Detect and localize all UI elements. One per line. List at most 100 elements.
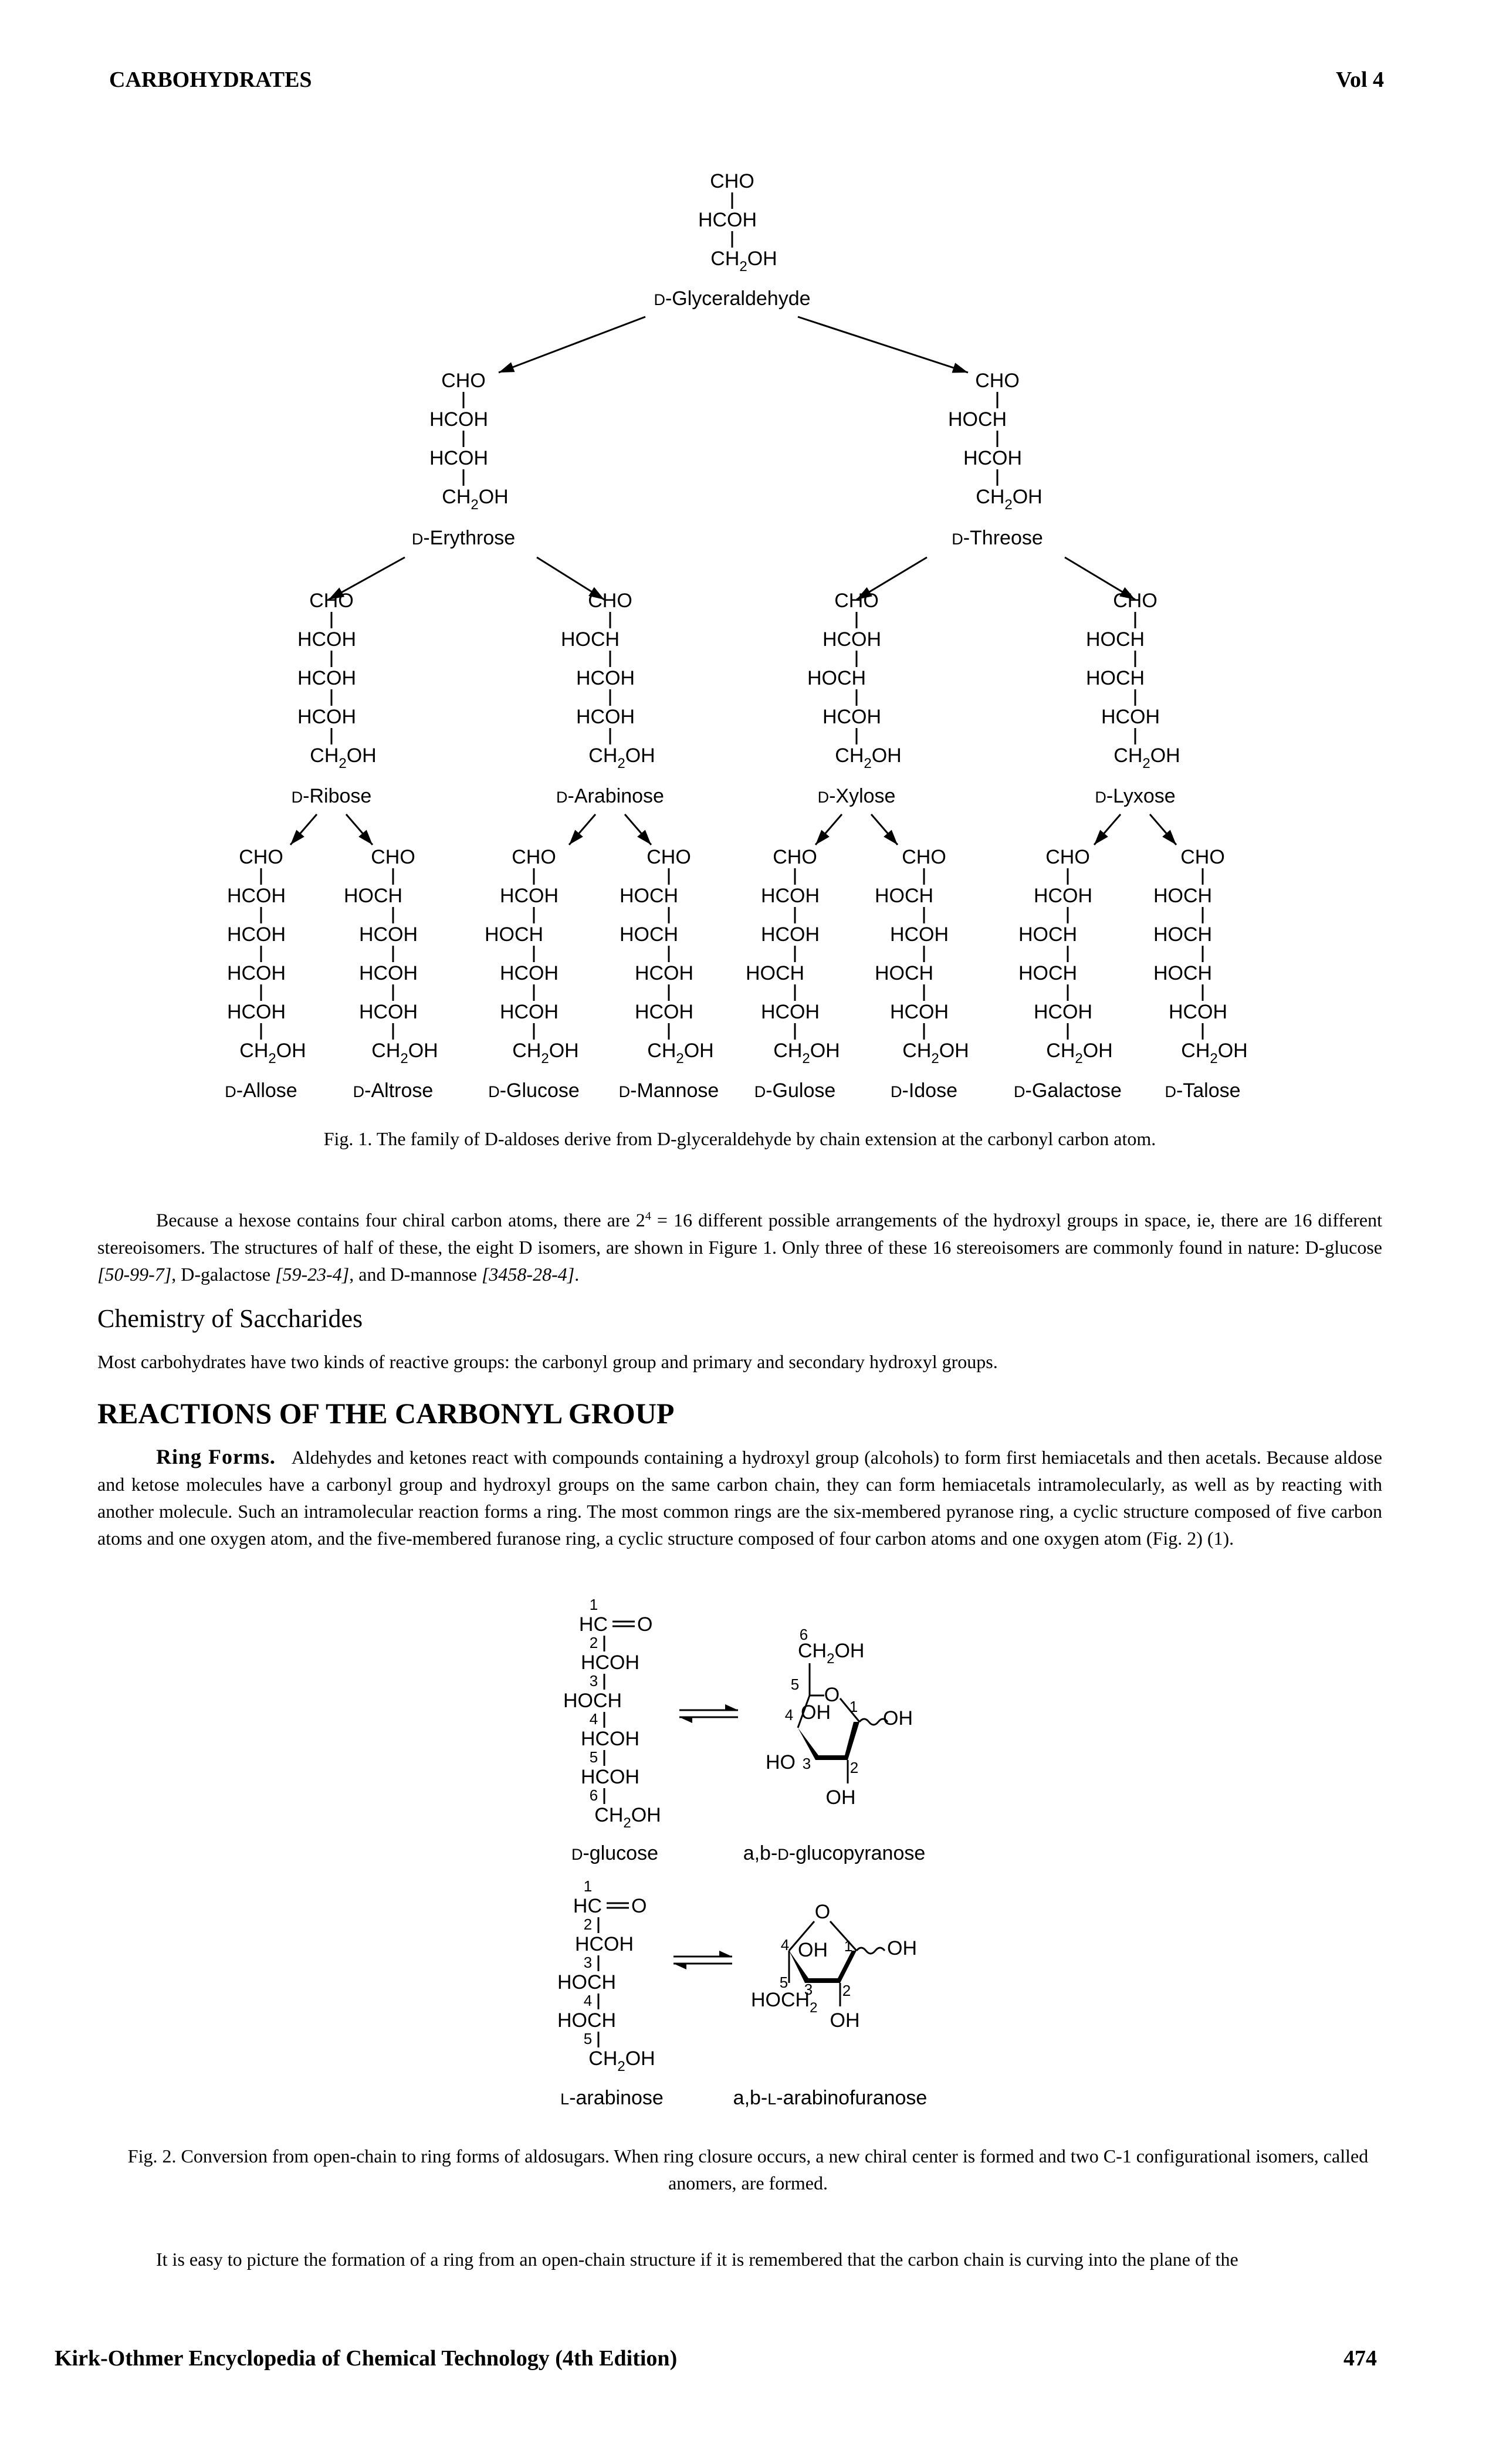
pentose-1-line-2: HCOH bbox=[576, 667, 635, 689]
hexose-1-line-5: CH2OH bbox=[371, 1040, 438, 1067]
hexose-5-line-3: HOCH bbox=[875, 962, 933, 984]
tetrose-0-line-3: CH2OH bbox=[442, 486, 508, 513]
glucose-line-0: HC bbox=[579, 1613, 608, 1636]
arrow-to-xylose-head bbox=[857, 587, 872, 600]
pyranose-oh-1: OH bbox=[883, 1707, 913, 1729]
figure-1-caption: Fig. 1. The family of D-aldoses derive f… bbox=[323, 1128, 1156, 1149]
hexose-7-line-4: HCOH bbox=[1169, 1001, 1227, 1023]
tetrose-0-line-2: HCOH bbox=[429, 447, 488, 469]
hexose-7-line-1: HOCH bbox=[1153, 885, 1212, 907]
glyceraldehyde-line-1: HCOH bbox=[698, 209, 757, 231]
tetrose-1-line-1: HOCH bbox=[948, 408, 1007, 431]
hexose-0-line-4: HCOH bbox=[227, 1001, 286, 1023]
arabinose-name: L-arabinose bbox=[560, 2087, 664, 2109]
arrow-to-hexose-5-head bbox=[884, 830, 898, 845]
glucose-carbon-number-3: 4 bbox=[590, 1710, 598, 1728]
pentose-1-line-4: CH2OH bbox=[588, 744, 655, 771]
pyranose-number-5: 5 bbox=[791, 1676, 799, 1693]
section-heading: Chemistry of Saccharides bbox=[97, 1304, 363, 1333]
glucose-carbon-number-0: 1 bbox=[590, 1596, 598, 1613]
pentose-2-line-1: HCOH bbox=[823, 628, 881, 651]
pyranose-number-6: 6 bbox=[800, 1626, 808, 1643]
hexose-name-6: D-Galactose bbox=[1014, 1079, 1122, 1102]
hexose-name-0: D-Allose bbox=[225, 1079, 297, 1102]
arrow-to-hexose-2-head bbox=[569, 830, 583, 845]
pentose-3-line-1: HOCH bbox=[1086, 628, 1145, 651]
glucose-carbon-number-2: 3 bbox=[590, 1672, 598, 1690]
hexose-6-line-2: HOCH bbox=[1018, 923, 1077, 946]
main-heading: REACTIONS OF THE CARBONYL GROUP bbox=[97, 1397, 675, 1430]
pyranose-ring-bond-b bbox=[839, 1698, 861, 1722]
pentose-3-line-4: CH2OH bbox=[1113, 744, 1180, 771]
hexose-1-line-1: HOCH bbox=[344, 885, 402, 907]
arabinofuranose-name: a,b-L-arabinofuranose bbox=[733, 2087, 928, 2109]
pyranose-oh-2: OH bbox=[826, 1786, 856, 1809]
furanose-ring-bond-b bbox=[829, 1920, 858, 1952]
pentose-3-line-0: CHO bbox=[1113, 590, 1157, 612]
hexose-6-line-3: HOCH bbox=[1018, 962, 1077, 984]
furanose-wavy-bond bbox=[855, 1947, 886, 1955]
arabinose-carbon-number-1: 2 bbox=[584, 1915, 592, 1933]
hexose-5-line-0: CHO bbox=[902, 846, 946, 868]
hexose-3-line-1: HOCH bbox=[620, 885, 678, 907]
furanose-ring-o: O bbox=[815, 1901, 830, 1923]
tetrose-1-line-0: CHO bbox=[975, 370, 1020, 392]
pyranose-oh-4: OH bbox=[801, 1701, 831, 1724]
hexose-7-line-2: HOCH bbox=[1153, 923, 1212, 946]
running-header-volume: Vol 4 bbox=[1336, 67, 1385, 92]
tetrose-1-line-3: CH2OH bbox=[976, 486, 1042, 513]
hexose-4-line-5: CH2OH bbox=[773, 1040, 840, 1067]
hexose-7-line-0: CHO bbox=[1180, 846, 1225, 868]
glucopyranose-name: a,b-D-glucopyranose bbox=[743, 1842, 926, 1864]
hexose-name-7: D-Talose bbox=[1165, 1079, 1240, 1102]
arabinose-line-0-o: O bbox=[631, 1895, 647, 1917]
glucose-carbon-number-5: 6 bbox=[590, 1786, 598, 1804]
furanose-number-4: 4 bbox=[781, 1936, 789, 1954]
arrow-to-hexose-7-head bbox=[1162, 830, 1176, 845]
arrow-to-lyxose-head bbox=[1119, 587, 1135, 600]
pentose-3-line-2: HOCH bbox=[1086, 667, 1145, 689]
glucose-line-3: HCOH bbox=[581, 1728, 639, 1750]
pentose-2-line-3: HCOH bbox=[823, 706, 881, 728]
pentose-0-line-2: HCOH bbox=[297, 667, 356, 689]
pentose-3-line-3: HCOH bbox=[1101, 706, 1160, 728]
hexose-3-line-4: HCOH bbox=[635, 1001, 693, 1023]
hexose-2-line-0: CHO bbox=[512, 846, 556, 868]
arabinose-line-3: HOCH bbox=[557, 2009, 616, 2032]
furanose-oh-1: OH bbox=[887, 1937, 917, 1959]
pyranose-ring-bond-c bbox=[797, 1695, 811, 1728]
tetrose-name-0: D-Erythrose bbox=[412, 527, 515, 549]
pentose-0-line-0: CHO bbox=[309, 590, 354, 612]
glucose-line-4: HCOH bbox=[581, 1766, 639, 1788]
hexose-5-line-2: HCOH bbox=[890, 923, 949, 946]
hexose-2-line-4: HCOH bbox=[500, 1001, 559, 1023]
pyranose-ch2oh: CH2OH bbox=[798, 1640, 864, 1667]
hexose-0-line-1: HCOH bbox=[227, 885, 286, 907]
pentose-2-line-4: CH2OH bbox=[835, 744, 901, 771]
arrow-to-threose-head bbox=[952, 363, 968, 373]
arabinose-line-0: HC bbox=[573, 1895, 602, 1917]
hexose-2-line-2: HOCH bbox=[485, 923, 543, 946]
furanose-number-3: 3 bbox=[804, 1981, 813, 1998]
glucose-line-1: HCOH bbox=[581, 1651, 639, 1674]
hexose-3-line-5: CH2OH bbox=[647, 1040, 713, 1067]
glucose-line-5: CH2OH bbox=[594, 1804, 661, 1831]
pyranose-ring-front bbox=[798, 1722, 859, 1760]
hexose-3-line-2: HOCH bbox=[620, 923, 678, 946]
equilibrium-arrow-1-rev-head bbox=[679, 1717, 692, 1723]
hexose-2-line-3: HCOH bbox=[500, 962, 559, 984]
arrow-to-hexose-3-head bbox=[637, 830, 651, 845]
arrow-to-hexose-1-head bbox=[358, 830, 373, 845]
glyceraldehyde-name: D-Glyceraldehyde bbox=[654, 287, 810, 310]
glucose-line-0-o: O bbox=[637, 1613, 652, 1636]
arrow-to-hexose-4-head bbox=[815, 830, 830, 845]
hexose-6-line-1: HCOH bbox=[1034, 885, 1092, 907]
hexose-4-line-4: HCOH bbox=[761, 1001, 820, 1023]
arabinose-line-2: HOCH bbox=[557, 1971, 616, 1993]
arrow-to-hexose-0-head bbox=[290, 830, 304, 845]
equilibrium-arrow-1-fwd-head bbox=[725, 1704, 738, 1710]
hexose-name-2: D-Glucose bbox=[488, 1079, 580, 1102]
hexose-1-line-4: HCOH bbox=[359, 1001, 418, 1023]
